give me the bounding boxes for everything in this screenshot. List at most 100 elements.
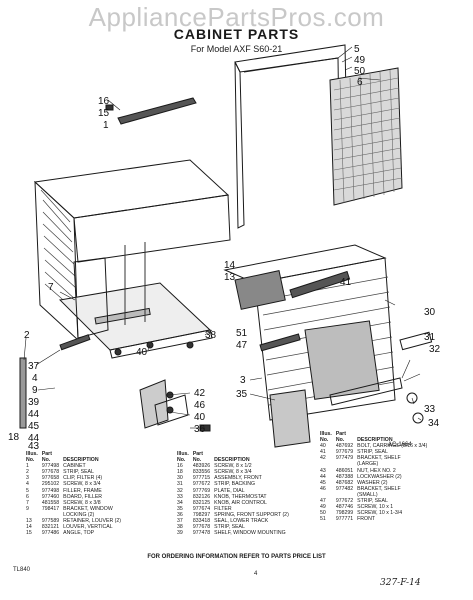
page-number: 4: [254, 571, 258, 577]
callout-34: 34: [428, 418, 440, 429]
callout-15: 15: [98, 108, 110, 119]
header-description: DESCRIPTION: [357, 437, 393, 444]
top-angle: [105, 97, 197, 125]
callout-32: 32: [429, 344, 441, 355]
corner-code: TL840: [13, 567, 31, 573]
callout-35: 35: [236, 389, 248, 400]
callout-41: 41: [340, 277, 352, 288]
callout-6: 6: [357, 77, 363, 88]
louvers: [234, 270, 351, 352]
filter: [269, 389, 311, 448]
header-part-no: No.: [335, 437, 345, 444]
callout-16: 16: [98, 96, 110, 107]
callout-50: 50: [354, 66, 366, 77]
callout-4: 4: [32, 373, 38, 384]
callout-44: 44: [28, 409, 40, 420]
callout-47: 47: [236, 340, 248, 351]
callout-3: 3: [240, 375, 246, 386]
callout-18: 18: [8, 432, 20, 443]
page-title: CABINET PARTS: [173, 26, 300, 42]
callout-39: 39: [28, 397, 40, 408]
dial-plate: [329, 377, 424, 424]
ordering-note: FOR ORDERING INFORMATION REFER TO PARTS …: [147, 554, 326, 560]
callout-2: 2: [24, 330, 30, 341]
header-illus: Illus.: [177, 451, 189, 457]
callout-40b: 40: [194, 412, 206, 423]
header-part-no: No.: [41, 457, 51, 464]
callout-33: 33: [424, 404, 436, 415]
callout-9: 9: [32, 385, 38, 396]
header-part: Part: [335, 431, 346, 437]
model-subtitle: For Model AXF S60-21: [190, 44, 283, 54]
callout-37: 37: [28, 361, 40, 372]
callout-30: 30: [424, 307, 436, 318]
callout-1: 1: [103, 120, 109, 131]
exploded-view-diagram: 5 49 50 6 16 15 1 7 14 13 41 2 38 30 40 …: [8, 44, 441, 450]
callout-44b: 44: [28, 433, 40, 444]
front-assembly: [223, 244, 433, 421]
callout-36: 36: [194, 424, 206, 435]
header-part: Part: [192, 451, 203, 457]
header-part: Part: [41, 451, 52, 457]
header-no: No.: [177, 457, 186, 464]
callout-7: 7: [48, 282, 54, 293]
shelf-brackets: [139, 379, 189, 429]
header-no: No.: [26, 457, 35, 464]
cabinet: [33, 159, 231, 359]
callout-31: 31: [424, 332, 436, 343]
callout-38: 38: [205, 330, 217, 341]
header-description: DESCRIPTION: [214, 457, 250, 464]
table-row: (LARGE): [357, 461, 379, 468]
callout-5: 5: [354, 44, 360, 55]
callout-40: 40: [136, 347, 148, 358]
callout-46: 46: [194, 400, 206, 411]
callout-42: 42: [194, 388, 206, 399]
callout-45: 45: [28, 421, 40, 432]
header-no: No.: [320, 437, 329, 444]
header-illus: Illus.: [26, 451, 38, 457]
handwritten-note: 327-F-14: [380, 578, 421, 588]
table-row: LOCKING (2): [63, 511, 95, 518]
header-illus: Illus.: [320, 431, 332, 437]
seal-strip-left: [19, 334, 91, 429]
watermark: AppliancePartsPros.com: [88, 2, 385, 32]
callout-51: 51: [236, 328, 248, 339]
header-part-no: No.: [192, 457, 202, 464]
callout-43: 43: [28, 441, 40, 450]
